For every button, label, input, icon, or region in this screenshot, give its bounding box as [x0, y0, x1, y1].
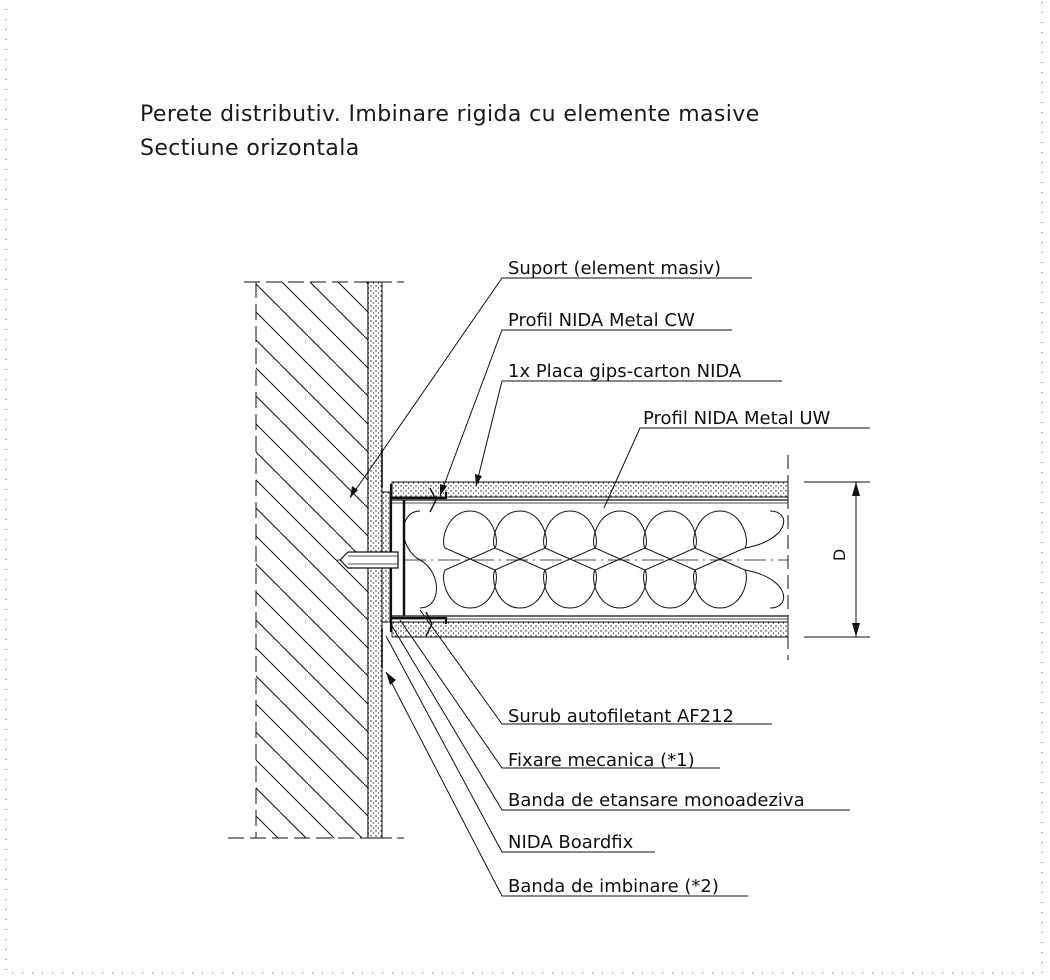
mechanical-fixing — [339, 551, 399, 569]
label-banda-etansare: Banda de etansare monoadeziva — [508, 790, 805, 811]
label-profil-cw: Profil NIDA Metal CW — [508, 310, 695, 331]
label-profil-uw: Profil NIDA Metal UW — [643, 408, 831, 429]
dimension-label: D — [830, 549, 849, 561]
title-line-2: Sectiune orizontala — [140, 136, 360, 161]
gypsum-board-top — [391, 481, 789, 498]
insulation — [403, 510, 785, 609]
label-placa: 1x Placa gips-carton NIDA — [508, 361, 742, 382]
label-fixare: Fixare mecanica (*1) — [508, 750, 695, 771]
screws — [425, 487, 437, 637]
leader-arrows — [350, 474, 482, 685]
gypsum-board-bottom — [391, 621, 789, 638]
leader-lines — [349, 277, 870, 897]
label-banda-imbinare: Banda de imbinare (*2) — [508, 876, 719, 897]
label-suport: Suport (element masiv) — [508, 258, 721, 279]
label-boardfix: NIDA Boardfix — [508, 832, 634, 853]
title-line-1: Perete distributiv. Imbinare rigida cu e… — [140, 102, 760, 127]
dimension-d — [804, 481, 870, 638]
partition-wall — [336, 455, 789, 660]
label-surub: Surub autofiletant AF212 — [508, 706, 734, 727]
